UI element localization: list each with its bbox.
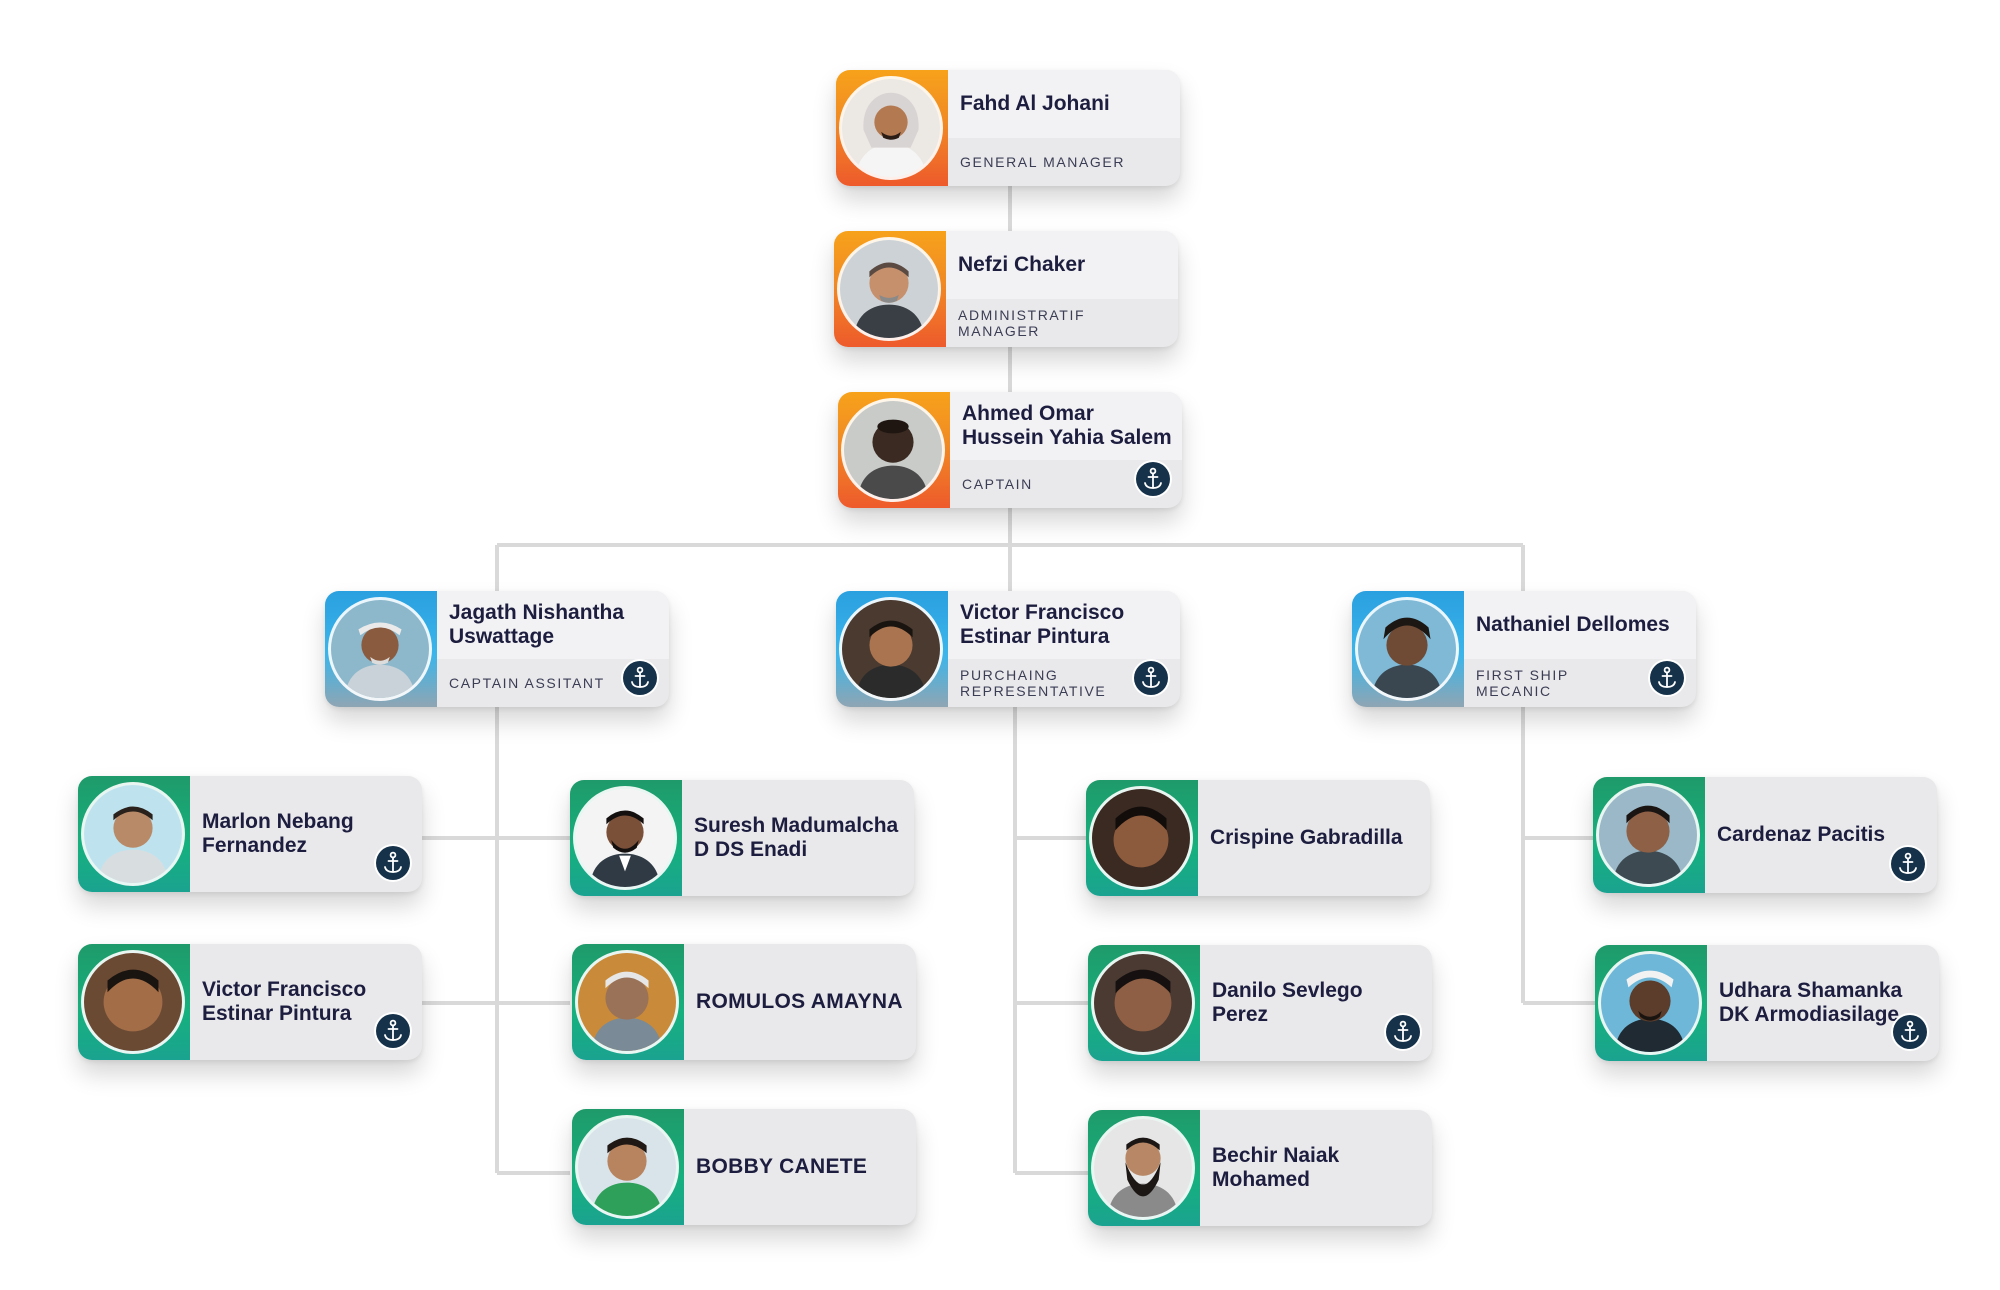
org-card-victor-francisco-estinar-pintura[interactable]: Victor Francisco Estinar Pintura xyxy=(78,944,422,1060)
anchor-icon xyxy=(1893,1015,1927,1049)
photo-panel xyxy=(836,70,948,186)
org-card-captain[interactable]: Ahmed Omar Hussein Yahia Salem CAPTAIN xyxy=(838,392,1182,508)
photo-panel xyxy=(1086,780,1198,896)
name-band xyxy=(948,70,1180,138)
photo-panel xyxy=(1352,591,1464,707)
anchor-icon xyxy=(1136,462,1170,496)
person-role: FIRST SHIP MECANIC xyxy=(1476,667,1569,699)
org-card-bechir-naiak-mohamed[interactable]: Bechir Naiak Mohamed xyxy=(1088,1110,1432,1226)
person-name: Victor Francisco Estinar Pintura xyxy=(960,601,1125,648)
person-name: Marlon Nebang Fernandez xyxy=(202,810,354,857)
anchor-icon xyxy=(1891,847,1925,881)
person-avatar-icon xyxy=(84,953,182,1051)
person-name: Crispine Gabradilla xyxy=(1210,826,1403,849)
photo-panel xyxy=(1593,777,1705,893)
org-card-first-ship-mechanic[interactable]: Nathaniel Dellomes FIRST SHIP MECANIC xyxy=(1352,591,1696,707)
person-role: PURCHAING REPRESENTATIVE xyxy=(960,667,1107,699)
person-avatar-icon xyxy=(578,953,676,1051)
person-name: Bechir Naiak Mohamed xyxy=(1212,1144,1340,1191)
org-card-bobby-canete[interactable]: BOBBY CANETE xyxy=(572,1109,916,1225)
org-card-udhara-shamanka[interactable]: Udhara Shamanka DK Armodiasilage xyxy=(1595,945,1939,1061)
org-card-romulos-amayna[interactable]: ROMULOS AMAYNA xyxy=(572,944,916,1060)
person-role: CAPTAIN xyxy=(962,476,1033,492)
photo-panel xyxy=(834,231,946,347)
photo-panel xyxy=(1088,1110,1200,1226)
person-name: Victor Francisco Estinar Pintura xyxy=(202,978,367,1025)
org-card-suresh-madumalcha[interactable]: Suresh Madumalcha D DS Enadi xyxy=(570,780,914,896)
org-card-crispine-gabradilla[interactable]: Crispine Gabradilla xyxy=(1086,780,1430,896)
person-avatar-icon xyxy=(331,600,429,698)
anchor-icon xyxy=(623,661,657,695)
person-name: Nathaniel Dellomes xyxy=(1476,613,1670,636)
photo-panel xyxy=(838,392,950,508)
photo-panel xyxy=(78,944,190,1060)
person-avatar-icon xyxy=(842,600,940,698)
photo-panel xyxy=(78,776,190,892)
anchor-icon xyxy=(376,846,410,880)
org-card-purchasing-representative[interactable]: Victor Francisco Estinar Pintura PURCHAI… xyxy=(836,591,1180,707)
person-role: GENERAL MANAGER xyxy=(960,154,1126,170)
person-name: Nefzi Chaker xyxy=(958,253,1086,276)
photo-panel xyxy=(1088,945,1200,1061)
photo-panel xyxy=(572,944,684,1060)
person-name: Ahmed Omar Hussein Yahia Salem xyxy=(962,402,1172,449)
photo-panel xyxy=(572,1109,684,1225)
person-name: Udhara Shamanka DK Armodiasilage xyxy=(1719,979,1903,1026)
person-avatar-icon xyxy=(844,401,942,499)
person-name: Suresh Madumalcha D DS Enadi xyxy=(694,814,899,861)
person-name: Jagath Nishantha Uswattage xyxy=(449,601,625,648)
photo-panel xyxy=(570,780,682,896)
name-band xyxy=(1464,591,1696,659)
anchor-icon xyxy=(1386,1015,1420,1049)
anchor-icon xyxy=(1134,661,1168,695)
person-avatar-icon xyxy=(842,79,940,177)
person-avatar-icon xyxy=(1092,789,1190,887)
person-avatar-icon xyxy=(578,1118,676,1216)
person-avatar-icon xyxy=(1599,786,1697,884)
person-avatar-icon xyxy=(1094,954,1192,1052)
org-card-administratif-manager[interactable]: Nefzi Chaker ADMINISTRATIF MANAGER xyxy=(834,231,1178,347)
person-name: BOBBY CANETE xyxy=(696,1155,868,1178)
anchor-icon xyxy=(376,1014,410,1048)
person-avatar-icon xyxy=(1601,954,1699,1052)
person-name: Danilo Sevlego Perez xyxy=(1212,979,1363,1026)
person-role: ADMINISTRATIF MANAGER xyxy=(958,307,1086,339)
anchor-icon xyxy=(1650,661,1684,695)
name-band xyxy=(950,392,1182,460)
org-card-cardenaz-pacitis[interactable]: Cardenaz Pacitis xyxy=(1593,777,1937,893)
name-band xyxy=(948,591,1180,659)
photo-panel xyxy=(1595,945,1707,1061)
name-band xyxy=(946,231,1178,299)
person-avatar-icon xyxy=(1358,600,1456,698)
org-card-danilo-sevlego-perez[interactable]: Danilo Sevlego Perez xyxy=(1088,945,1432,1061)
person-avatar-icon xyxy=(84,785,182,883)
person-name: ROMULOS AMAYNA xyxy=(696,990,903,1013)
person-name: Cardenaz Pacitis xyxy=(1717,823,1886,846)
name-band xyxy=(437,591,669,659)
org-card-captain-assistant[interactable]: Jagath Nishantha Uswattage CAPTAIN ASSIT… xyxy=(325,591,669,707)
photo-panel xyxy=(836,591,948,707)
person-avatar-icon xyxy=(840,240,938,338)
person-name: Fahd Al Johani xyxy=(960,92,1110,115)
person-role: CAPTAIN ASSITANT xyxy=(449,675,605,691)
photo-panel xyxy=(325,591,437,707)
org-card-marlon-nebang-fernandez[interactable]: Marlon Nebang Fernandez xyxy=(78,776,422,892)
person-avatar-icon xyxy=(576,789,674,887)
org-card-general-manager[interactable]: Fahd Al Johani GENERAL MANAGER xyxy=(836,70,1180,186)
person-avatar-icon xyxy=(1094,1119,1192,1217)
